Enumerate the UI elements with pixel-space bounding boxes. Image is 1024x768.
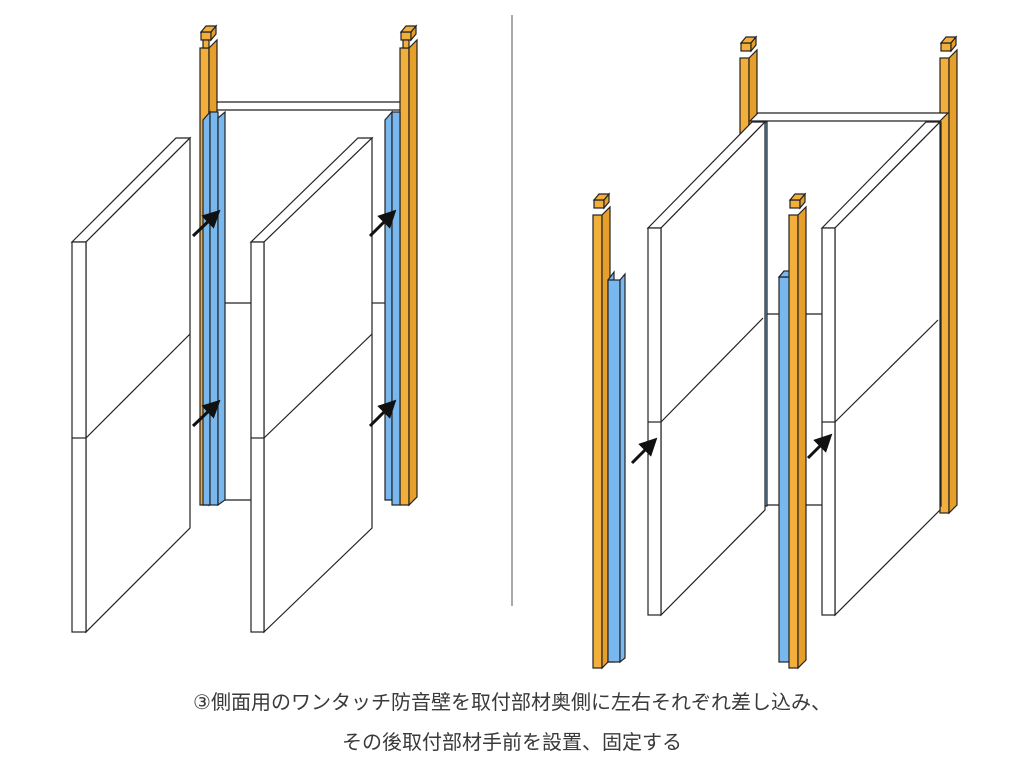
caption-line-1: ③側面用のワンタッチ防音壁を取付部材奥側に左右それぞれ差し込み、 [193,690,831,714]
caption-line-2: その後取付部材手前を設置、固定する [342,730,682,754]
arrow-icon [630,437,658,465]
arrow-icon [191,399,221,428]
panel-left-a [70,136,192,634]
panel-left-b [249,136,374,634]
insert-arrows-right [630,433,833,465]
left-diagram [70,24,418,634]
back-rail-lines [225,302,386,501]
channel-left [202,110,226,507]
arrow-icon [806,433,833,460]
mounting-member-right [399,24,418,507]
right-diagram [592,35,958,670]
arrow-icon [368,399,397,428]
top-frame-bar [748,112,950,122]
arrow-icon [368,209,397,238]
back-mounting-member-right [939,35,958,515]
insert-arrows-left [191,209,397,428]
panel-right-c [646,120,767,617]
front-mounting-member-right [777,192,807,670]
front-mounting-member-left [592,192,626,670]
top-frame-bar [208,101,410,111]
panel-right-d [820,120,942,617]
channel-right [384,110,401,506]
arrow-icon [191,209,221,238]
